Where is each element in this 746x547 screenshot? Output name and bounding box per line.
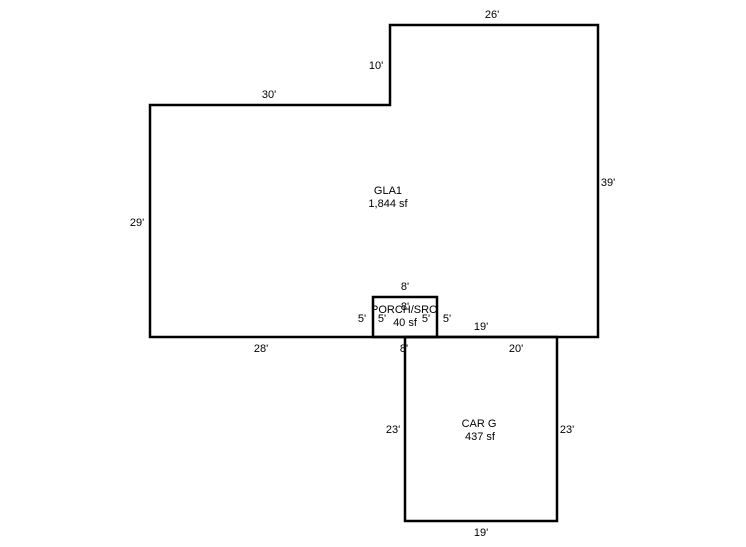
- porch-dim-top-inner: 8': [401, 301, 409, 313]
- porch-dim-left-outer: 5': [358, 313, 366, 325]
- porch-dim-right-inner: 5': [422, 313, 430, 325]
- gla-dim-right: 39': [601, 177, 615, 189]
- gla-dim-bottom-right: 19': [474, 321, 488, 333]
- gla-area: 1,844 sf: [368, 198, 408, 210]
- garage-name: CAR G: [462, 418, 497, 430]
- garage-dim-right: 23': [560, 424, 574, 436]
- gla-dim-top-left: 30': [262, 89, 276, 101]
- porch-dim-left-inner: 5': [378, 313, 386, 325]
- gla-dim-left: 29': [130, 217, 144, 229]
- gla-dim-bottom-left: 28': [254, 343, 268, 355]
- gla-outline: [148, 23, 600, 339]
- porch-dim-bottom: 8': [400, 343, 408, 355]
- gla-name: GLA1: [374, 185, 402, 197]
- porch-area: 40 sf: [393, 317, 418, 329]
- garage-outline: [403, 335, 559, 523]
- garage-dim-left: 23': [386, 424, 400, 436]
- garage-area: 437 sf: [465, 431, 496, 443]
- gla-dim-step: 10': [369, 60, 383, 72]
- porch-name: PORCH/SRC: [371, 304, 437, 316]
- garage-dim-top: 20': [509, 343, 523, 355]
- gla-dim-top-right: 26': [485, 9, 499, 21]
- porch-dim-top: 8': [401, 281, 409, 293]
- porch-dim-right-outer: 5': [443, 313, 451, 325]
- garage-dim-bottom: 19': [474, 527, 488, 539]
